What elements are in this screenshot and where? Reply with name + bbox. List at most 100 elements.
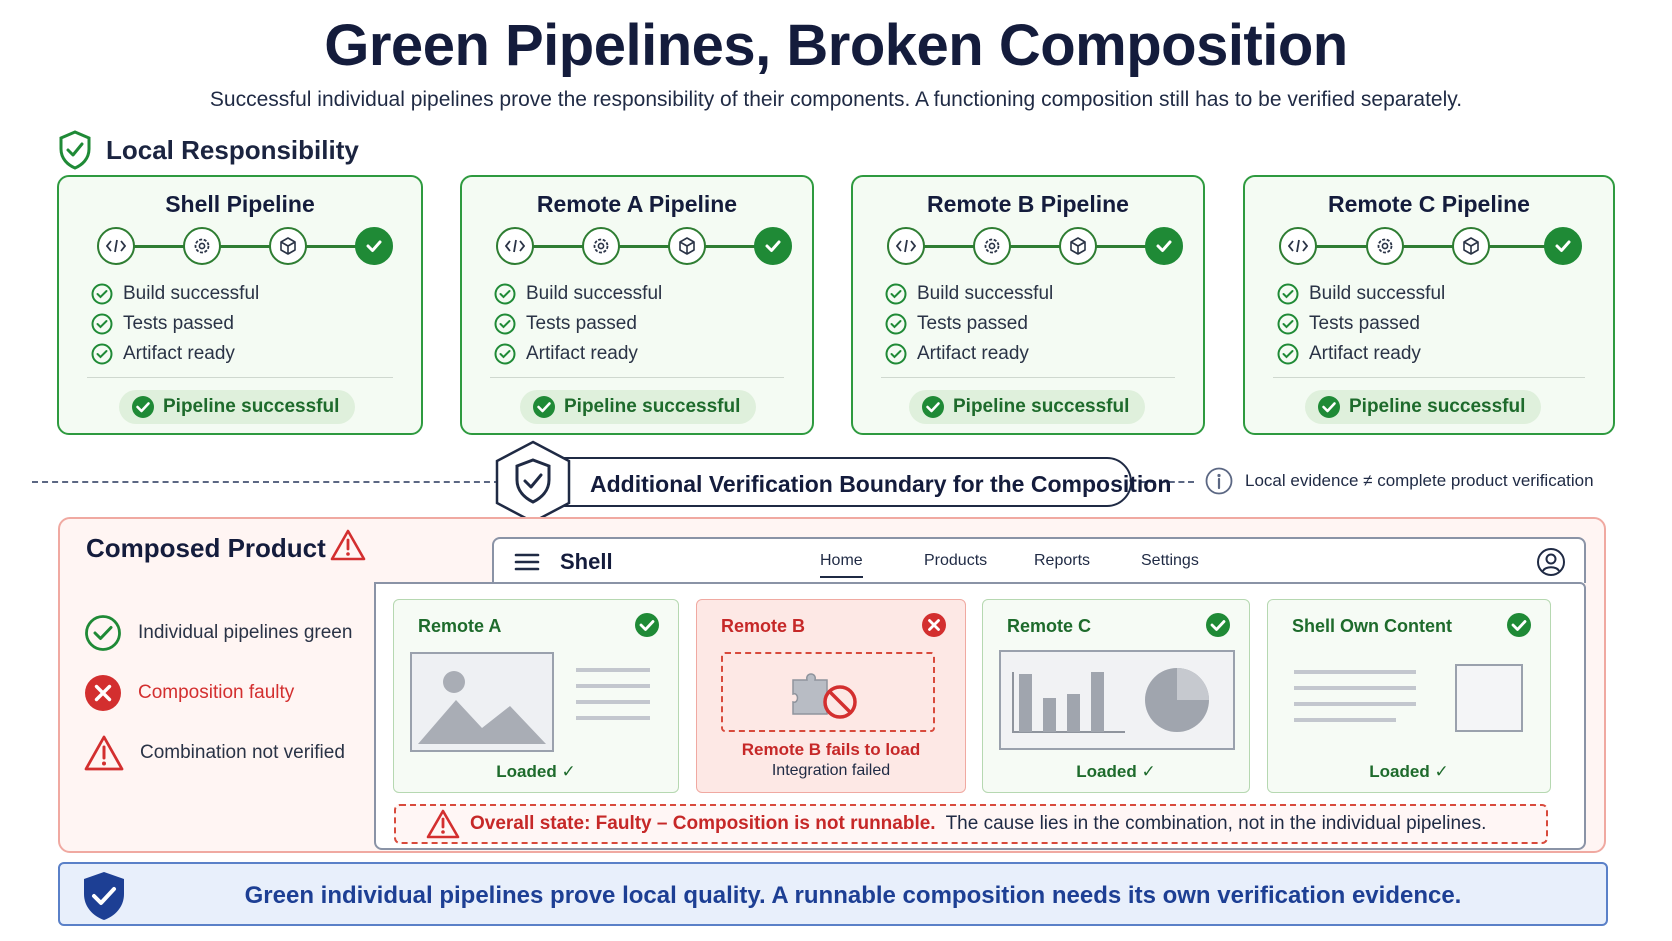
pipeline-steps bbox=[853, 225, 1203, 267]
check-circle-icon bbox=[754, 227, 792, 265]
check-icon bbox=[494, 343, 516, 365]
pipeline-checks: Build successful Tests passed Artifact r… bbox=[1277, 279, 1445, 369]
local-responsibility-header: Local Responsibility bbox=[58, 130, 359, 170]
check-icon bbox=[885, 343, 907, 365]
legend-item-not-verified: Combination not verified bbox=[84, 723, 352, 783]
package-icon bbox=[269, 227, 307, 265]
check-icon bbox=[494, 283, 516, 305]
pipeline-card-remote-a: Remote A Pipeline Build successful Tests… bbox=[460, 175, 814, 435]
pipeline-checks: Build successful Tests passed Artifact r… bbox=[91, 279, 259, 369]
check-circle-icon bbox=[1544, 227, 1582, 265]
tile-loaded-status: Loaded ✓ bbox=[496, 762, 576, 781]
composed-title: Composed Product bbox=[86, 533, 326, 563]
gear-icon bbox=[183, 227, 221, 265]
code-icon bbox=[887, 227, 925, 265]
tile-remote-a: Remote A Loaded ✓ bbox=[393, 599, 679, 793]
gear-icon bbox=[1366, 227, 1404, 265]
code-icon bbox=[97, 227, 135, 265]
shield-check-icon bbox=[59, 130, 91, 170]
package-icon bbox=[668, 227, 706, 265]
tile-title: Remote B bbox=[721, 616, 806, 636]
check-filled-icon bbox=[132, 396, 154, 418]
check-item: Build successful bbox=[885, 279, 1053, 309]
check-icon bbox=[885, 313, 907, 335]
pipeline-title: Remote C Pipeline bbox=[1328, 191, 1530, 217]
overall-state-banner: Overall state: Faulty – Composition is n… bbox=[394, 804, 1548, 844]
check-item: Build successful bbox=[1277, 279, 1445, 309]
info-icon bbox=[1205, 467, 1233, 495]
check-item: Build successful bbox=[91, 279, 259, 309]
check-filled-icon bbox=[1206, 613, 1230, 637]
warning-icon bbox=[330, 529, 366, 561]
pipeline-card-remote-c: Remote C Pipeline Build successful Tests… bbox=[1243, 175, 1615, 435]
check-filled-icon bbox=[533, 396, 555, 418]
warning-icon bbox=[426, 809, 460, 839]
boundary-label: Additional Verification Boundary for the… bbox=[590, 471, 1172, 497]
tile-loaded-status: Loaded ✓ bbox=[1076, 762, 1156, 781]
image-placeholder-icon bbox=[410, 652, 650, 752]
check-item: Tests passed bbox=[1277, 309, 1445, 339]
shell-content-area: Remote A Loaded ✓ Remote B Remote B fail… bbox=[374, 582, 1586, 850]
pipeline-status-badge: Pipeline successful bbox=[520, 390, 757, 424]
overall-state-reason: The cause lies in the combination, not i… bbox=[945, 813, 1487, 834]
check-icon bbox=[494, 313, 516, 335]
page-title: Green Pipelines, Broken Composition bbox=[324, 13, 1348, 78]
hexagon-shield-icon bbox=[493, 440, 573, 529]
check-item: Artifact ready bbox=[91, 339, 259, 369]
check-item: Tests passed bbox=[91, 309, 259, 339]
text-content-placeholder-icon bbox=[1294, 664, 1523, 732]
fail-message: Remote B fails to load bbox=[741, 740, 921, 759]
page-subtitle: Successful individual pipelines prove th… bbox=[209, 88, 1463, 111]
overall-state-label: Overall state: Faulty – Composition is n… bbox=[470, 813, 936, 834]
tile-title: Shell Own Content bbox=[1292, 616, 1452, 636]
fail-sub-message: Integration failed bbox=[771, 762, 891, 779]
section-label: Local Responsibility bbox=[106, 134, 359, 165]
nav-products[interactable]: Products bbox=[924, 552, 988, 569]
check-icon bbox=[91, 313, 113, 335]
shield-check-icon bbox=[84, 872, 124, 920]
nav-home[interactable]: Home bbox=[820, 552, 863, 578]
error-circle-icon bbox=[85, 675, 121, 711]
pipeline-status-badge: Pipeline successful bbox=[119, 390, 356, 424]
tile-title: Remote C bbox=[1007, 616, 1092, 636]
boundary-dashed-line-left bbox=[32, 481, 500, 483]
nav-settings[interactable]: Settings bbox=[1141, 552, 1199, 569]
pipeline-title: Shell Pipeline bbox=[165, 191, 315, 217]
check-circle-icon bbox=[85, 615, 121, 651]
pipeline-steps bbox=[462, 225, 812, 267]
broken-puzzle-icon bbox=[792, 673, 857, 719]
code-icon bbox=[496, 227, 534, 265]
check-circle-icon bbox=[1145, 227, 1183, 265]
warning-icon bbox=[84, 735, 124, 771]
chart-placeholder-icon bbox=[999, 650, 1235, 750]
hamburger-menu-icon[interactable] bbox=[514, 552, 540, 572]
pipeline-status-badge: Pipeline successful bbox=[909, 390, 1146, 424]
check-item: Tests passed bbox=[885, 309, 1053, 339]
pipeline-title: Remote B Pipeline bbox=[927, 191, 1129, 217]
tile-loaded-status: Loaded ✓ bbox=[1369, 762, 1449, 781]
shell-app-name: Shell bbox=[560, 549, 613, 574]
pipeline-steps bbox=[1245, 225, 1613, 267]
verification-boundary: Additional Verification Boundary for the… bbox=[496, 457, 1171, 507]
user-avatar-icon[interactable] bbox=[1536, 547, 1566, 577]
check-circle-icon bbox=[355, 227, 393, 265]
check-item: Tests passed bbox=[494, 309, 662, 339]
package-icon bbox=[1059, 227, 1097, 265]
pipeline-card-remote-b: Remote B Pipeline Build successful Tests… bbox=[851, 175, 1205, 435]
pipeline-card-shell: Shell Pipeline Build successful Tests pa… bbox=[57, 175, 423, 435]
failed-module-box bbox=[721, 652, 935, 732]
check-item: Artifact ready bbox=[1277, 339, 1445, 369]
boundary-dashed-line-right bbox=[1140, 481, 1194, 483]
tile-title: Remote A bbox=[418, 616, 502, 636]
gear-icon bbox=[973, 227, 1011, 265]
nav-reports[interactable]: Reports bbox=[1034, 552, 1091, 569]
conclusion-text: Green individual pipelines prove local q… bbox=[244, 882, 1462, 909]
legend-item-green: Individual pipelines green bbox=[84, 603, 352, 663]
check-icon bbox=[1277, 313, 1299, 335]
pipeline-checks: Build successful Tests passed Artifact r… bbox=[885, 279, 1053, 369]
package-icon bbox=[1452, 227, 1490, 265]
pipeline-status-badge: Pipeline successful bbox=[1305, 390, 1542, 424]
check-filled-icon bbox=[635, 613, 659, 637]
check-icon bbox=[1277, 343, 1299, 365]
check-icon bbox=[1277, 283, 1299, 305]
